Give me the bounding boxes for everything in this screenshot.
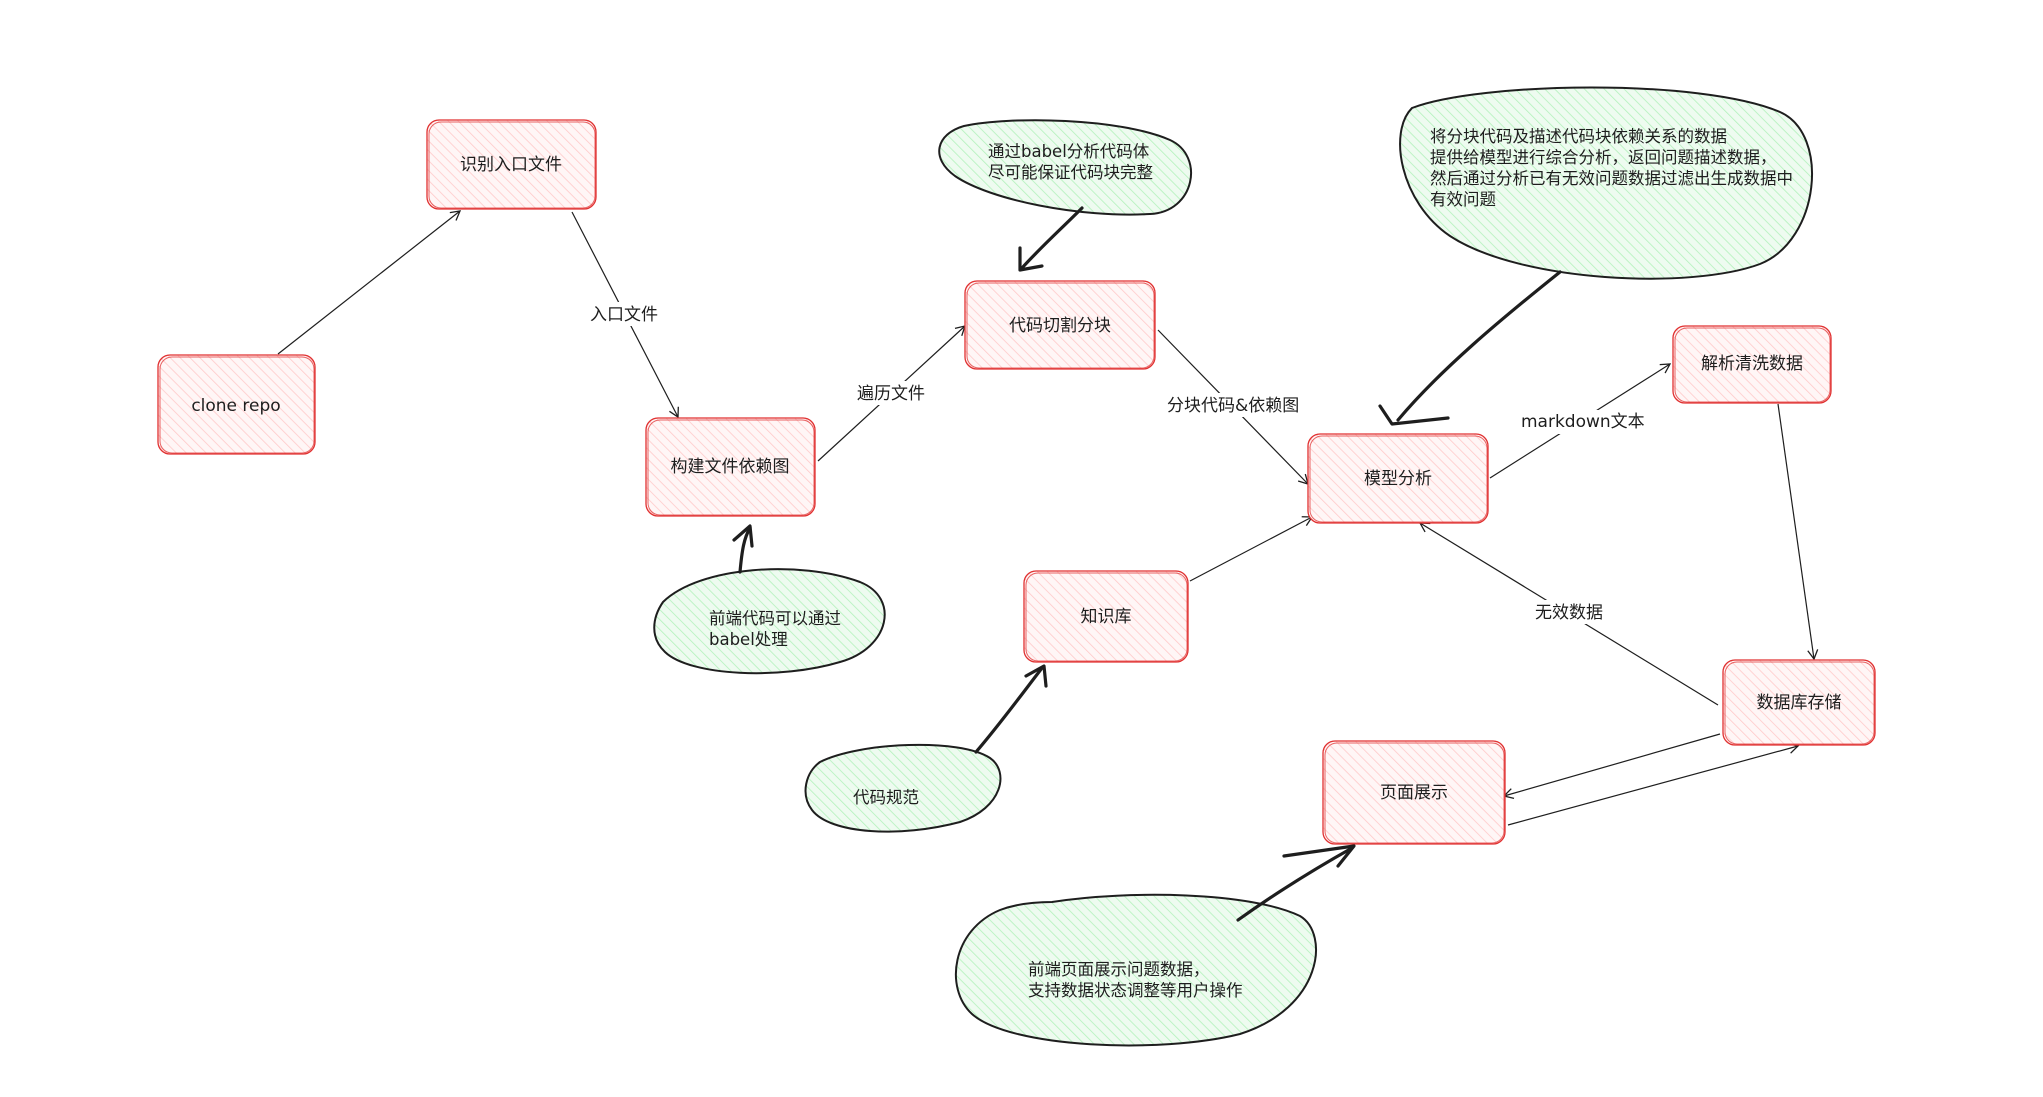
annotation-arrowhead-build-graph: [732, 524, 754, 548]
node-page-display-label: 页面展示: [1380, 783, 1448, 803]
edge-label-entry-file: 入口文件: [590, 305, 658, 325]
annotation-arrow-to-build-graph: [738, 526, 752, 574]
annotation-arrow-to-knowledge-base: [974, 666, 1044, 754]
node-parse-clean[interactable]: 解析清洗数据: [1672, 325, 1832, 404]
node-knowledge-base[interactable]: 知识库: [1023, 570, 1189, 663]
edge-page-to-db: [1507, 742, 1800, 826]
node-identify-entry-label: 识别入口文件: [460, 155, 562, 175]
annotation-arrowhead-code-split: [1018, 246, 1044, 272]
note-babel-analysis[interactable]: 通过babel分析代码体 尽可能保证代码块完整: [938, 119, 1193, 216]
edge-label-invalid-data: 无效数据: [1535, 603, 1603, 623]
node-clone-repo-label: clone repo: [191, 396, 280, 416]
node-build-graph[interactable]: 构建文件依赖图: [645, 417, 816, 517]
annotation-arrow-to-code-split: [1020, 206, 1084, 270]
edge-label-traverse-files: 遍历文件: [857, 384, 925, 404]
note-model[interactable]: 将分块代码及描述代码块依赖关系的数据 提供给模型进行综合分析，返回问题描述数据，…: [1399, 86, 1814, 280]
node-code-split-label: 代码切割分块: [1009, 316, 1111, 336]
note-model-line-3: 然后通过分析已有无效问题数据过滤出生成数据中: [1430, 169, 1793, 188]
annotation-arrowhead-page-display: [1282, 844, 1356, 868]
annotation-arrows: [732, 206, 1562, 922]
node-db-storage[interactable]: 数据库存储: [1722, 659, 1876, 746]
edge-db-to-page: [1502, 733, 1721, 799]
note-frontend-display-line-1: 前端页面展示问题数据，: [1028, 960, 1210, 979]
node-page-display[interactable]: 页面展示: [1322, 740, 1506, 845]
note-model-line-2: 提供给模型进行综合分析，返回问题描述数据，: [1430, 148, 1777, 167]
node-code-split[interactable]: 代码切割分块: [964, 280, 1156, 370]
node-model-analysis[interactable]: 模型分析: [1307, 433, 1489, 524]
node-db-storage-label: 数据库存储: [1757, 693, 1842, 713]
node-model-analysis-label: 模型分析: [1364, 469, 1432, 489]
note-frontend-display-line-2: 支持数据状态调整等用户操作: [1028, 981, 1243, 1000]
annotation-arrowhead-model: [1378, 404, 1450, 426]
annotation-arrow-to-model: [1396, 270, 1562, 422]
note-babel-frontend[interactable]: 前端代码可以通过 babel处理: [653, 568, 886, 675]
note-frontend-display[interactable]: 前端页面展示问题数据， 支持数据状态调整等用户操作: [954, 893, 1317, 1047]
edge-labels: 入口文件 遍历文件 分块代码&依赖图 markdown文本 无效数据: [586, 302, 1645, 624]
edge-label-markdown-text: markdown文本: [1521, 412, 1645, 432]
annotation-arrowhead-knowledge-base: [1024, 664, 1048, 688]
node-clone-repo[interactable]: clone repo: [157, 354, 316, 455]
note-babel-analysis-line-2: 尽可能保证代码块完整: [988, 163, 1153, 182]
edge-kb-to-model: [1189, 516, 1314, 582]
note-babel-frontend-line-1: 前端代码可以通过: [709, 609, 841, 628]
note-code-standard-line-1: 代码规范: [853, 788, 919, 807]
edge-parse-to-db: [1777, 403, 1819, 661]
note-babel-frontend-line-2: babel处理: [709, 630, 788, 649]
node-parse-clean-label: 解析清洗数据: [1701, 354, 1803, 374]
note-babel-analysis-line-1: 通过babel分析代码体: [988, 142, 1150, 161]
node-identify-entry[interactable]: 识别入口文件: [426, 119, 597, 210]
edge-clone-to-entry: [277, 210, 462, 355]
note-model-line-4: 有效问题: [1430, 190, 1496, 209]
annotation-arrow-to-page-display: [1236, 846, 1354, 922]
note-model-line-1: 将分块代码及描述代码块依赖关系的数据: [1430, 127, 1727, 146]
node-build-graph-label: 构建文件依赖图: [671, 457, 790, 477]
note-code-standard[interactable]: 代码规范: [804, 743, 1002, 833]
node-knowledge-base-label: 知识库: [1081, 607, 1132, 627]
edge-label-chunks-deps: 分块代码&依赖图: [1167, 396, 1299, 416]
